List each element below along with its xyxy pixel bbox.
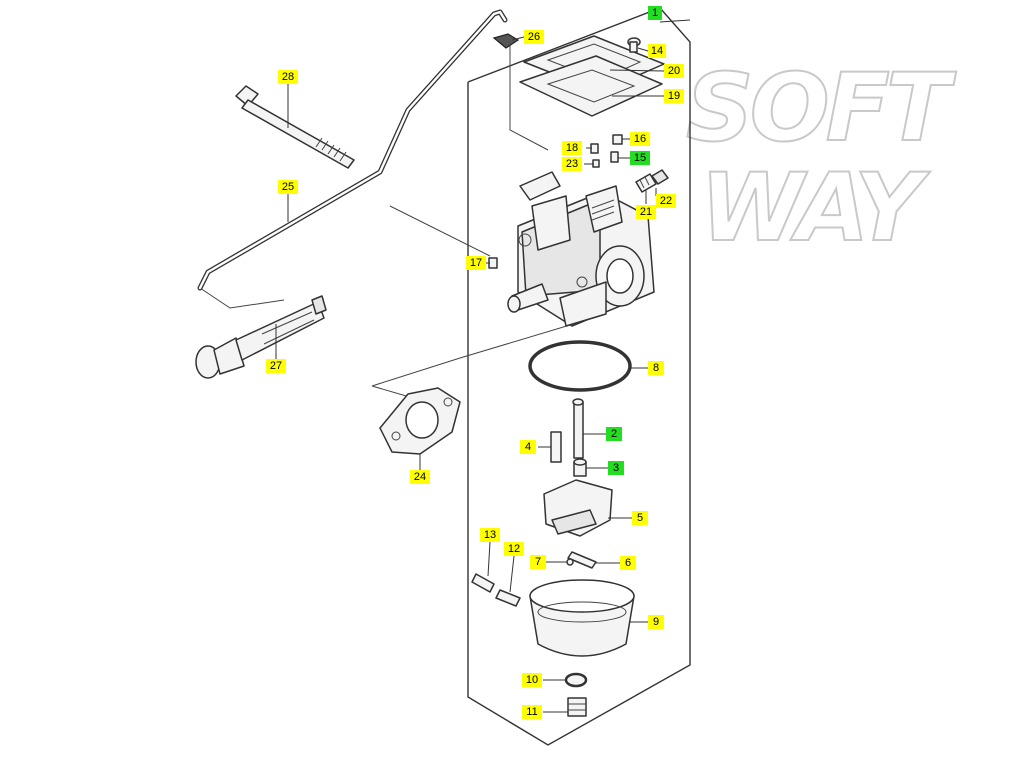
part-15-screw <box>610 151 619 163</box>
part-10-washer <box>564 672 588 688</box>
callout-14: 14 <box>648 44 666 58</box>
watermark-line-2: WAY <box>700 154 931 263</box>
callout-19: 19 <box>664 89 684 103</box>
part-7-clip <box>566 558 574 566</box>
callout-number: 20 <box>668 65 680 77</box>
callout-11: 11 <box>522 705 542 719</box>
callout-1: 1 <box>648 6 662 20</box>
callout-7: 7 <box>530 555 546 569</box>
assembly-box <box>467 7 691 746</box>
callout-number: 23 <box>566 158 578 170</box>
part-3-jet <box>573 458 587 477</box>
callout-10: 10 <box>522 673 542 687</box>
callout-3: 3 <box>608 461 624 475</box>
callout-number: 11 <box>526 706 537 718</box>
callout-9: 9 <box>648 615 664 629</box>
callout-number: 1 <box>652 7 658 19</box>
callout-20: 20 <box>664 64 684 78</box>
callout-4: 4 <box>520 440 536 454</box>
callout-18: 18 <box>562 141 582 155</box>
callout-23: 23 <box>562 157 582 171</box>
leader-lines <box>275 19 691 713</box>
part-19-gasket <box>519 55 663 117</box>
callout-12: 12 <box>504 542 524 556</box>
callout-number: 28 <box>282 71 294 83</box>
small-screws <box>590 134 623 168</box>
callout-number: 9 <box>653 616 659 628</box>
part-28-bolt <box>235 85 355 169</box>
callout-number: 24 <box>414 471 426 483</box>
callout-number: 10 <box>526 674 538 686</box>
callout-number: 3 <box>613 462 619 474</box>
callout-28: 28 <box>278 70 298 84</box>
callout-number: 18 <box>566 142 578 154</box>
callout-16: 16 <box>630 132 650 146</box>
callout-5: 5 <box>632 511 648 525</box>
callout-24: 24 <box>410 470 430 484</box>
callout-17: 17 <box>466 256 486 270</box>
callout-number: 15 <box>634 152 646 164</box>
callout-number: 4 <box>525 441 531 453</box>
part-6-pin <box>567 551 597 569</box>
callout-number: 2 <box>611 428 617 440</box>
part-4-jet <box>550 431 562 463</box>
callout-15: 15 <box>630 151 650 165</box>
callout-27: 27 <box>266 359 286 373</box>
part-11-drain-screw <box>567 697 587 717</box>
callout-number: 26 <box>528 31 540 43</box>
callout-number: 12 <box>508 543 520 555</box>
part-25-choke-rod <box>197 9 508 291</box>
callout-number: 14 <box>651 45 663 57</box>
callout-22: 22 <box>656 194 676 208</box>
callout-number: 21 <box>640 206 652 218</box>
part-17-pin <box>488 257 498 269</box>
callout-number: 7 <box>535 556 541 568</box>
callout-number: 25 <box>282 181 294 193</box>
part-9-float-bowl <box>529 579 635 657</box>
part-5-float <box>543 479 613 537</box>
part-18-screw <box>590 143 599 154</box>
part-24-gasket <box>379 387 461 455</box>
callout-8: 8 <box>648 361 664 375</box>
watermark: SOFT WAY <box>685 53 962 264</box>
callout-26: 26 <box>524 30 544 44</box>
callout-number: 5 <box>637 512 643 524</box>
callout-13: 13 <box>480 528 500 542</box>
watermark-line-1: SOFT <box>686 54 957 163</box>
part-13-screw <box>471 573 495 593</box>
callout-number: 19 <box>668 90 680 102</box>
callout-25: 25 <box>278 180 298 194</box>
callout-21: 21 <box>636 205 656 219</box>
carburetor-body <box>507 171 655 327</box>
callout-2: 2 <box>606 427 622 441</box>
part-21-22-idle-screw <box>635 169 669 193</box>
part-14-screw <box>627 37 641 53</box>
part-26-clip <box>492 33 520 49</box>
connection-lines <box>199 38 601 401</box>
part-2-nozzle <box>572 398 584 459</box>
callout-number: 27 <box>270 360 282 372</box>
callout-number: 6 <box>625 557 631 569</box>
part-12-spring <box>495 589 521 607</box>
callout-number: 22 <box>660 195 672 207</box>
part-16-screw <box>612 134 623 145</box>
callout-number: 16 <box>634 133 646 145</box>
callout-number: 13 <box>484 529 496 541</box>
part-8-o-ring <box>528 340 632 392</box>
callout-number: 8 <box>653 362 659 374</box>
callout-number: 17 <box>470 257 482 269</box>
callout-6: 6 <box>620 556 636 570</box>
callout-labels: 1 14 20 19 26 28 25 27 24 16 18 23 15 22… <box>266 6 684 719</box>
part-27-plunger <box>195 295 327 379</box>
